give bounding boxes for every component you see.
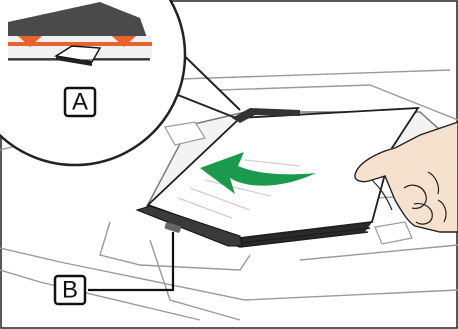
guide-label-b: B [55, 276, 85, 304]
svg-text:A: A [72, 89, 88, 116]
inset-label-a: A [65, 88, 95, 116]
svg-text:B: B [62, 277, 78, 304]
